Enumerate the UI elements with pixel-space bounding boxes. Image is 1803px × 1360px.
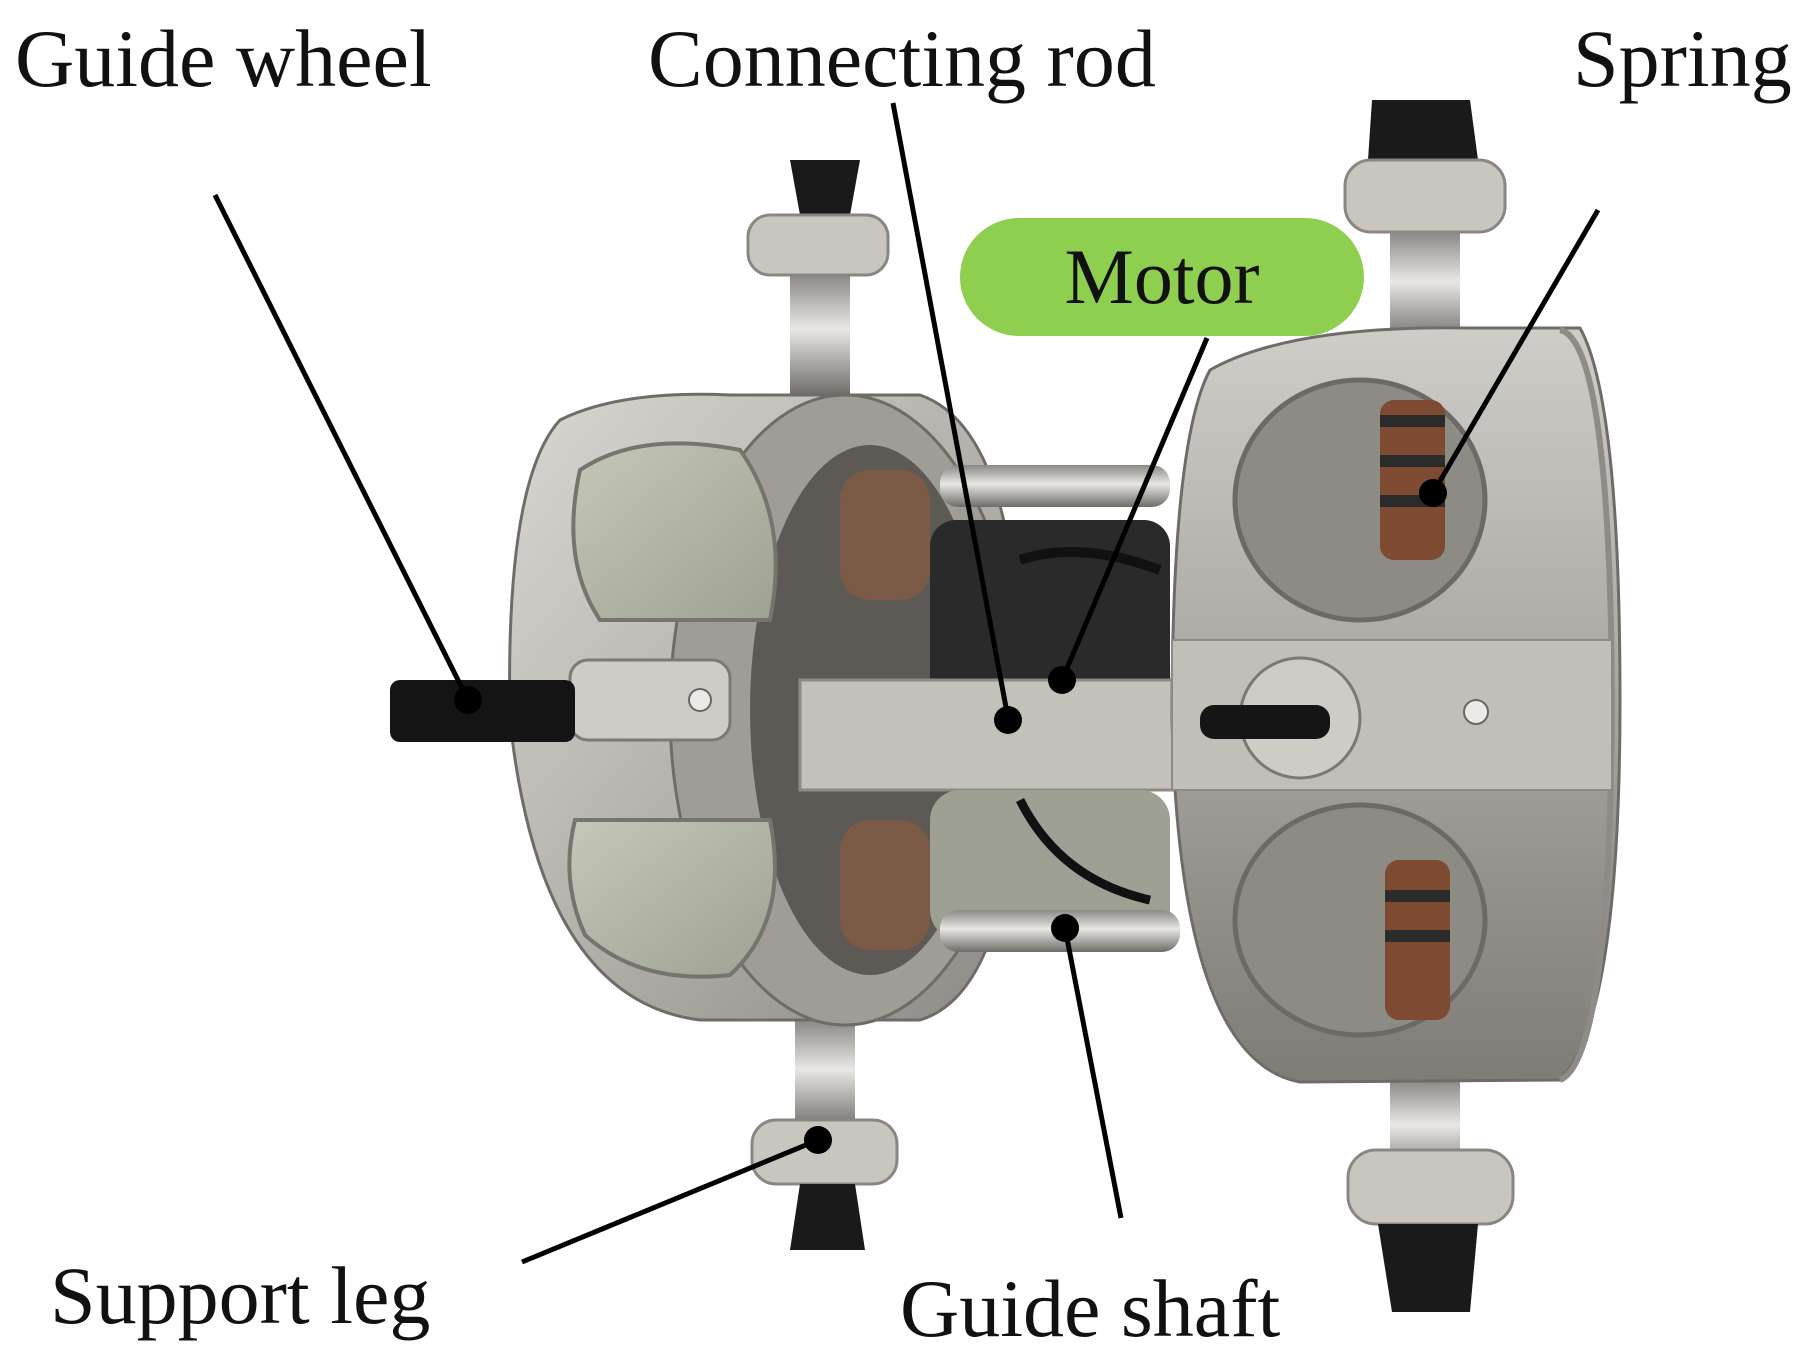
left-top-leg xyxy=(746,160,890,395)
label-connecting-rod: Connecting rod xyxy=(648,13,1156,104)
right-bottom-leg xyxy=(1346,1080,1515,1312)
motor-badge: Motor xyxy=(960,218,1364,336)
leader-lines xyxy=(212,102,1601,1265)
label-guide-wheel: Guide wheel xyxy=(15,13,432,104)
leader-dots xyxy=(454,479,1447,1154)
left-bottom-leg xyxy=(750,1020,899,1250)
dot-guide-wheel xyxy=(454,686,482,714)
right-body xyxy=(1170,100,1622,1312)
dot-guide-shaft xyxy=(1051,914,1079,942)
dot-support-leg xyxy=(804,1126,832,1154)
label-motor: Motor xyxy=(1064,233,1260,320)
dot-spring xyxy=(1419,479,1447,507)
label-spring: Spring xyxy=(1573,13,1792,104)
label-support-leg: Support leg xyxy=(50,1250,431,1341)
leader-guide-shaft xyxy=(1062,927,1124,1219)
leader-spring xyxy=(1430,208,1601,495)
leader-support-leg xyxy=(521,1137,819,1265)
dot-motor xyxy=(1048,666,1076,694)
leader-motor xyxy=(1059,337,1210,681)
label-guide-shaft: Guide shaft xyxy=(900,1263,1281,1354)
leader-connecting-rod xyxy=(890,102,1011,719)
right-top-leg xyxy=(1343,100,1507,342)
leader-guide-wheel xyxy=(212,193,471,702)
dot-connecting-rod xyxy=(994,706,1022,734)
